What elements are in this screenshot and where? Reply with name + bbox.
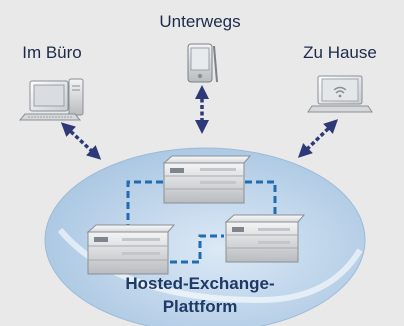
platform-label: Hosted-Exchange- Plattform [100, 272, 300, 318]
desktop-computer-icon [18, 78, 84, 121]
link-top-to-right [245, 180, 277, 220]
arrow-office [60, 122, 102, 160]
label-office: Im Büro [22, 43, 82, 62]
pda-device-icon [187, 43, 218, 83]
connection-arrows [60, 85, 339, 160]
server-rack-icon [224, 214, 306, 263]
server-rack-icon [86, 224, 176, 275]
link-top-to-left [126, 180, 163, 232]
platform-label-line1: Hosted-Exchange- [125, 274, 275, 293]
platform-label-line2: Plattform [162, 297, 238, 316]
label-mobile: Unterwegs [159, 12, 241, 31]
server-rack-icon [162, 155, 252, 204]
arrow-home [297, 119, 339, 158]
link-left-to-right [170, 234, 224, 264]
label-home: Zu Hause [303, 43, 377, 62]
server-links [126, 180, 277, 264]
laptop-wifi-icon [307, 75, 373, 113]
